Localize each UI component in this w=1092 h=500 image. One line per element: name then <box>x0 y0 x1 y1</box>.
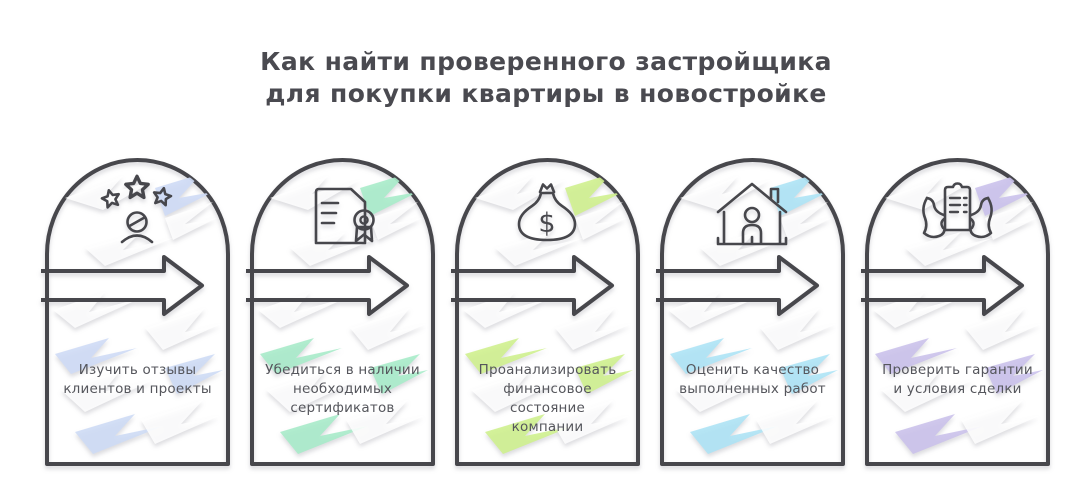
step-card-guarantees: Проверить гарантии и условия сделки <box>861 158 1050 466</box>
card-texture <box>258 174 428 454</box>
step-card-reviews: Изучить отзывы клиентов и проекты <box>41 158 230 466</box>
step-card-certificates: Убедиться в наличии необходимых сертифик… <box>246 158 435 466</box>
dollar-glyph: $ <box>538 208 555 239</box>
card-arch <box>660 158 845 466</box>
card-shape <box>41 158 230 466</box>
card-shape <box>656 158 845 466</box>
hands-document-icon <box>922 182 993 239</box>
certificate-icon <box>314 187 375 245</box>
step-label: Убедиться в наличии необходимых сертифик… <box>265 362 420 416</box>
card-texture <box>873 174 1043 454</box>
step-arrow <box>41 255 204 316</box>
card-texture <box>53 174 223 454</box>
card-shape <box>246 158 435 466</box>
step-card-finance: $ Проанализировать финансовое состояние … <box>451 158 640 466</box>
person-with-stars-icon <box>100 174 173 244</box>
steps-row: Изучить отзывы клиентов и проекты <box>41 158 1050 466</box>
step-card-quality: Оценить качество выполненных работ <box>656 158 845 466</box>
card-arch <box>45 158 230 466</box>
step-label: Проанализировать финансовое состояние ко… <box>478 362 617 435</box>
card-arch <box>455 158 640 466</box>
page-title: Как найти проверенного застройщика для п… <box>0 46 1092 110</box>
card-arch <box>250 158 435 466</box>
step-arrow <box>451 255 614 316</box>
card-shape: $ <box>451 158 640 466</box>
step-arrow <box>861 255 1024 316</box>
page-title-line1: Как найти проверенного застройщика <box>260 47 832 76</box>
card-shape <box>861 158 1050 466</box>
house-person-icon <box>716 182 788 246</box>
page-title-line2: для покупки квартиры в новостройке <box>265 79 827 108</box>
step-arrow <box>246 255 409 316</box>
card-arch <box>865 158 1050 466</box>
step-label: Изучить отзывы клиентов и проекты <box>63 362 212 397</box>
step-label: Оценить качество выполненных работ <box>679 362 826 397</box>
step-label: Проверить гарантии и условия сделки <box>882 362 1033 397</box>
card-texture <box>668 174 838 454</box>
card-texture <box>463 174 633 454</box>
money-bag-icon: $ <box>517 183 577 242</box>
step-arrow <box>656 255 819 316</box>
